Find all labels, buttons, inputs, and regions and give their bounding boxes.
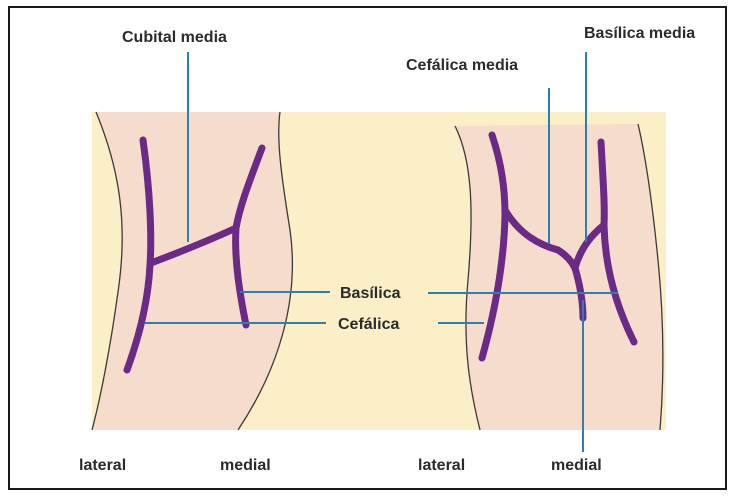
label-cefalica-media: Cefálica media [406, 57, 518, 74]
right-arm [455, 124, 663, 430]
label-cefalica: Cefálica [338, 316, 399, 333]
label-cubital-media: Cubital media [122, 29, 227, 46]
label-left-lateral: lateral [79, 457, 126, 474]
right-arm-skin [455, 124, 663, 430]
label-left-medial: medial [220, 457, 271, 474]
left-arm [92, 112, 292, 430]
left-arm-skin [92, 112, 292, 430]
label-basilica: Basílica [340, 285, 401, 302]
label-basilica-media: Basílica media [584, 25, 695, 42]
label-right-lateral: lateral [418, 457, 465, 474]
label-right-medial: medial [551, 457, 602, 474]
